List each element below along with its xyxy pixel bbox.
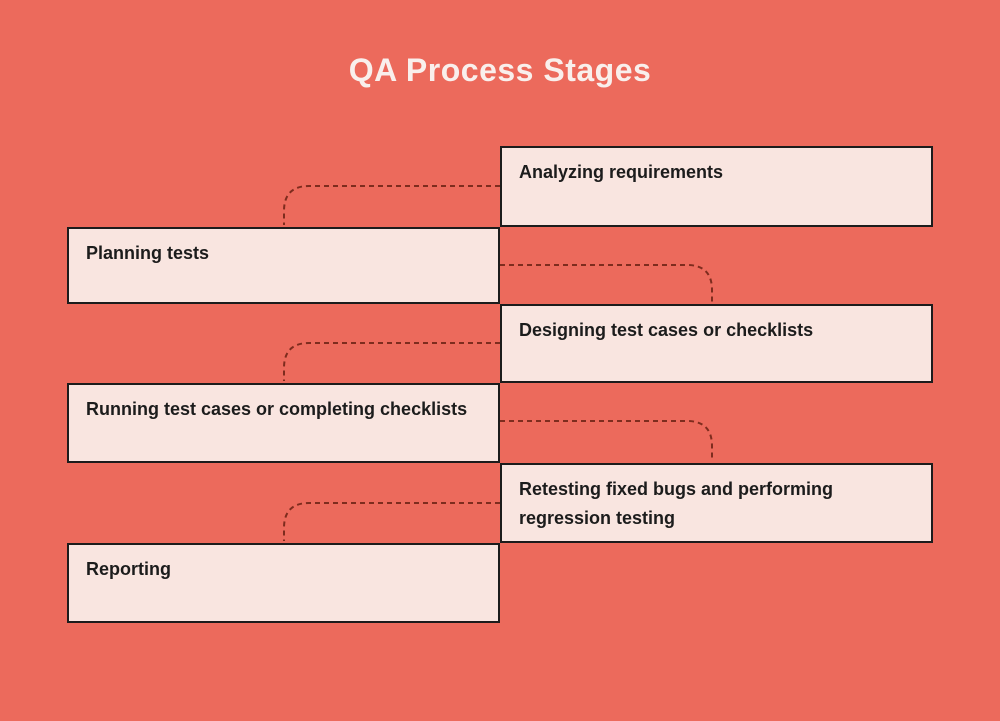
connector-planning-to-designing [500,264,713,303]
stage-box-running-test-cases: Running test cases or completing checkli… [67,383,500,463]
stage-box-retesting-fixed-bugs: Retesting fixed bugs and performing regr… [500,463,933,543]
connector-running-to-retesting [500,420,713,461]
stage-label: Analyzing requirements [519,162,724,182]
stage-label: Planning tests [86,243,210,263]
stage-box-planning-tests: Planning tests [67,227,500,304]
diagram-title: QA Process Stages [348,52,652,88]
connector-retesting-to-reporting [283,502,500,541]
connector-analyzing-to-planning [283,185,500,225]
connector-designing-to-running [283,342,500,381]
stage-box-designing-test-cases: Designing test cases or checklists [500,304,933,383]
stage-box-analyzing-requirements: Analyzing requirements [500,146,933,227]
stage-label: Reporting [86,559,171,579]
stage-label: Retesting fixed bugs and performing regr… [519,479,834,528]
stage-label: Designing test cases or checklists [519,320,814,340]
stage-label: Running test cases or completing checkli… [86,399,468,419]
stage-box-reporting: Reporting [67,543,500,623]
